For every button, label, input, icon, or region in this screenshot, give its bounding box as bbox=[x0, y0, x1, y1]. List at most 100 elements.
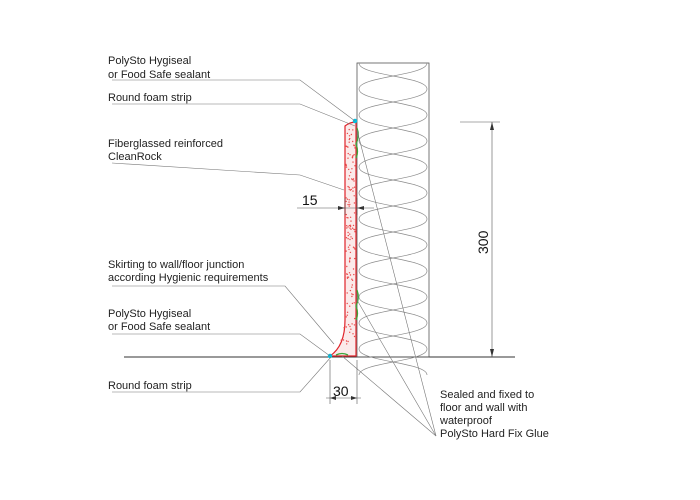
panel-texture-dot bbox=[354, 165, 356, 167]
panel-texture-dot bbox=[352, 268, 355, 270]
panel-texture-dot bbox=[354, 257, 356, 260]
svg-text:Round foam strip: Round foam strip bbox=[108, 380, 192, 392]
panel-texture-dot bbox=[352, 187, 354, 189]
panel-texture-dot bbox=[353, 180, 355, 182]
insulation-wave-pattern bbox=[358, 62, 428, 376]
panel-texture-dot bbox=[349, 257, 351, 260]
panel-texture-dot bbox=[352, 190, 354, 192]
cleanrock-panel bbox=[328, 121, 357, 357]
panel-texture-dot bbox=[352, 161, 354, 163]
panel-texture-dot bbox=[346, 132, 349, 135]
panel-texture-dot bbox=[347, 246, 350, 248]
panel-texture-dot bbox=[349, 331, 351, 333]
panel-texture-dot bbox=[351, 237, 353, 240]
panel-texture-dot bbox=[347, 185, 349, 188]
panel-texture-dot bbox=[348, 138, 350, 141]
panel-texture-dot bbox=[351, 178, 353, 180]
panel-texture-dot bbox=[351, 295, 353, 298]
panel-texture-dot bbox=[346, 198, 349, 200]
panel-texture-dot bbox=[346, 314, 348, 316]
panel-texture-dot bbox=[351, 293, 353, 295]
annotation-glue: Sealed and fixed to floor and wall with … bbox=[439, 389, 549, 440]
panel-texture-dot bbox=[351, 284, 353, 286]
panel-texture-dot bbox=[345, 340, 348, 342]
annotation-sealant-bottom: PolySto Hygiseal or Food Safe sealant bbox=[108, 308, 210, 333]
dimension-height bbox=[460, 121, 500, 357]
panel-texture-dot bbox=[345, 166, 348, 168]
panel-texture-dot bbox=[347, 231, 349, 234]
annotation-cleanrock: Fiberglassed reinforced CleanRock bbox=[108, 138, 223, 163]
panel-texture-dot bbox=[352, 140, 354, 143]
panel-texture-dot bbox=[349, 251, 352, 254]
svg-text:CleanRock: CleanRock bbox=[108, 151, 162, 163]
panel-texture-dot bbox=[351, 227, 354, 229]
panel-texture-dot bbox=[349, 227, 351, 229]
panel-texture-dot bbox=[347, 146, 349, 148]
panel-texture-dot bbox=[346, 277, 349, 279]
panel-texture-dot bbox=[351, 302, 354, 305]
dimension-radius-label: 30 bbox=[333, 383, 349, 399]
dimension-thickness bbox=[297, 198, 374, 215]
panel-texture-dot bbox=[350, 236, 352, 238]
panel-texture-dot bbox=[350, 133, 353, 136]
panel-texture-dot bbox=[351, 286, 353, 288]
panel-texture-dot bbox=[353, 335, 356, 338]
panel-texture-dot bbox=[351, 323, 353, 325]
panel-texture-dot bbox=[354, 317, 356, 320]
panel-texture-dot bbox=[345, 250, 347, 252]
dimension-height-label: 300 bbox=[475, 230, 491, 254]
panel-texture-dot bbox=[346, 292, 348, 294]
panel-texture-dot bbox=[345, 316, 347, 318]
panel-texture-dot bbox=[348, 224, 351, 227]
panel-texture-dot bbox=[349, 225, 352, 228]
annotation-foam-top: Round foam strip bbox=[108, 92, 192, 104]
panel-texture-dot bbox=[348, 205, 350, 207]
panel-texture-dot bbox=[349, 305, 351, 307]
panel-texture-dot bbox=[349, 224, 352, 226]
panel-texture-dot bbox=[345, 197, 347, 199]
panel-texture-dot bbox=[348, 186, 350, 189]
panel-texture-dot bbox=[353, 144, 355, 146]
svg-text:or Food Safe sealant: or Food Safe sealant bbox=[108, 321, 210, 333]
panel-texture-dot bbox=[347, 276, 350, 278]
panel-texture-dot bbox=[349, 325, 351, 328]
panel-texture-dot bbox=[350, 228, 352, 230]
glue-line-bottom bbox=[355, 289, 359, 321]
panel-texture-dot bbox=[348, 178, 350, 180]
svg-text:PolySto Hygiseal: PolySto Hygiseal bbox=[108, 55, 191, 67]
panel-texture-dot bbox=[346, 302, 348, 305]
panel-texture-dot bbox=[349, 216, 352, 218]
panel-texture-dot bbox=[347, 340, 349, 343]
panel-texture-dot bbox=[345, 213, 347, 216]
panel-texture-dot bbox=[347, 203, 349, 206]
svg-text:Round foam strip: Round foam strip bbox=[108, 92, 192, 104]
panel-texture-dot bbox=[347, 226, 349, 228]
panel-texture-dot bbox=[353, 154, 355, 156]
svg-text:PolySto Hygiseal: PolySto Hygiseal bbox=[108, 308, 191, 320]
panel-texture-dot bbox=[348, 199, 350, 201]
panel-texture-dot bbox=[348, 168, 350, 171]
leader-lines bbox=[111, 79, 437, 437]
panel-texture-dot bbox=[350, 220, 352, 222]
panel-texture-dot bbox=[349, 203, 351, 206]
dimension-thickness-label: 15 bbox=[302, 192, 318, 208]
panel-texture-dot bbox=[348, 201, 350, 203]
glue-line-floor bbox=[335, 352, 349, 356]
panel-texture-dot bbox=[354, 248, 356, 250]
svg-text:PolySto Hard Fix Glue: PolySto Hard Fix Glue bbox=[440, 428, 549, 440]
panel-texture-dot bbox=[350, 328, 352, 330]
panel-texture-dot bbox=[351, 279, 354, 281]
panel-texture-dot bbox=[345, 326, 347, 328]
panel-texture-dot bbox=[353, 324, 356, 326]
panel-texture-dot bbox=[353, 247, 355, 249]
panel-texture-dot bbox=[346, 273, 349, 275]
panel-texture-dot bbox=[350, 188, 352, 191]
panel-texture-dot bbox=[348, 175, 351, 177]
panel-texture-dot bbox=[347, 152, 349, 155]
panel-texture-dot bbox=[353, 186, 356, 188]
panel-texture-dot bbox=[346, 265, 348, 268]
panel-texture-dot bbox=[347, 324, 350, 326]
panel-texture-dot bbox=[345, 237, 348, 239]
svg-text:floor and wall with: floor and wall with bbox=[440, 402, 527, 414]
panel-texture-dot bbox=[345, 163, 347, 166]
